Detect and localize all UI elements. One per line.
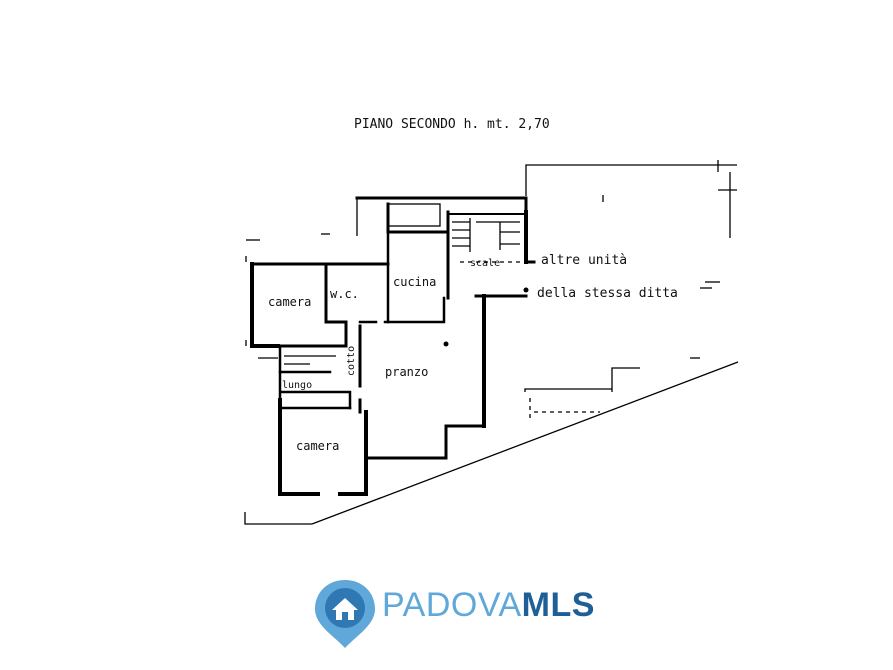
stair-icon <box>452 218 520 252</box>
location-pin-icon <box>315 580 375 648</box>
plan-title: PIANO SECONDO h. mt. 2,70 <box>354 117 550 132</box>
padovamls-logo: PADOVAMLS <box>312 578 595 650</box>
logo-wordmark: PADOVAMLS <box>382 588 595 622</box>
room-label-lungo: lungo <box>282 380 312 391</box>
room-label-corridoio: cotto <box>346 346 357 376</box>
room-label-wc: w.c. <box>330 287 359 301</box>
room-label-scale: scale <box>470 258 500 269</box>
logo-text-padova: PADOVA <box>382 586 522 624</box>
annotation-della-stessa-ditta: della stessa ditta <box>537 286 678 301</box>
room-label-pranzo: pranzo <box>385 365 428 379</box>
room-label-camera-bottom: camera <box>296 439 339 453</box>
exterior-lines <box>244 160 739 525</box>
room-label-cucina: cucina <box>393 275 436 289</box>
logo-text-mls: MLS <box>521 586 595 624</box>
room-label-camera-top: camera <box>268 295 311 309</box>
annotation-altre-unita: altre unità <box>541 253 627 268</box>
apartment-walls <box>250 196 536 496</box>
